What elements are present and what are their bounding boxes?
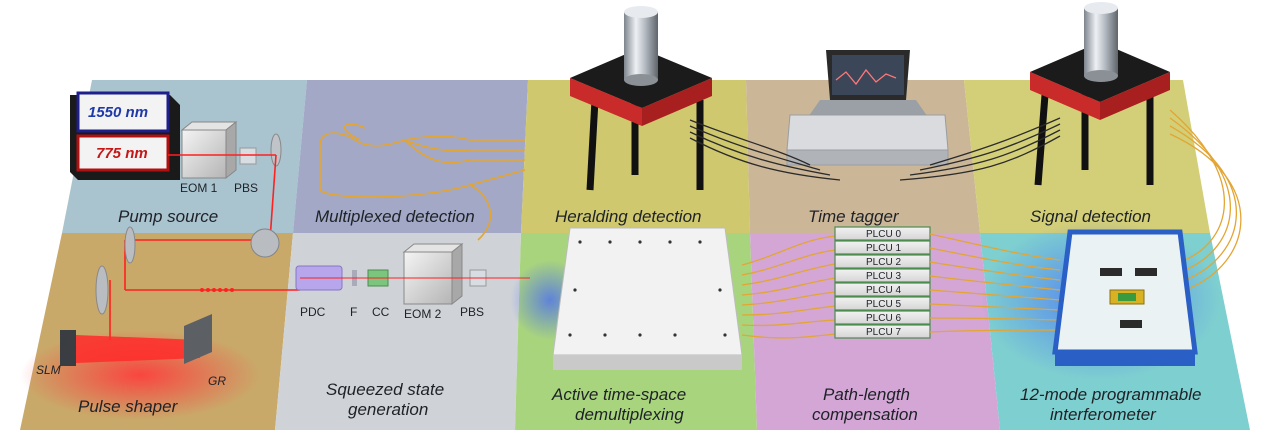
plcu-label: PLCU 7 (866, 327, 901, 338)
label-interf-2: interferometer (1050, 405, 1157, 424)
laser-775-label: 775 nm (96, 145, 148, 162)
label-heralding-detection: Heralding detection (555, 207, 701, 226)
slm-label: SLM (36, 363, 61, 377)
pdc-label: PDC (300, 305, 326, 319)
label-path-2: compensation (812, 405, 918, 424)
interferometer-chip (1052, 229, 1198, 366)
time-tagger-rack (786, 114, 949, 166)
label-squeezed-1: Squeezed state (326, 380, 444, 399)
plcu-stack: PLCU 0 PLCU 1 PLCU 2 PLCU 3 PLCU 4 PLCU … (834, 226, 931, 339)
turning-mirror (250, 228, 280, 258)
pbs2-label: PBS (460, 305, 484, 319)
laser-1550-label: 1550 nm (88, 104, 148, 121)
eom1 (180, 120, 238, 180)
panel-multiplexed-detection (293, 80, 528, 233)
heralding-cryostat (570, 6, 712, 191)
eom1-label: EOM 1 (180, 181, 218, 195)
plcu-row: PLCU 1 (834, 240, 931, 255)
label-time-tagger: Time tagger (808, 207, 900, 226)
pbs1-cube (239, 147, 257, 165)
plcu-row: PLCU 4 (834, 282, 931, 297)
label-squeezed-2: generation (348, 400, 428, 419)
shaped-beam (76, 335, 200, 363)
demux-to-plcu-fibers (741, 235, 836, 339)
pbs1-label: PBS (234, 181, 258, 195)
cryostat-cables (689, 117, 1061, 181)
chip-screws (568, 240, 727, 337)
gr-label: GR (208, 374, 226, 388)
time-tagger-laptop (806, 50, 930, 120)
label-interf-1: 12-mode programmable (1020, 385, 1201, 404)
shaper-mirror-1 (95, 265, 109, 315)
eom2 (402, 242, 464, 306)
slm-device (60, 330, 76, 366)
label-active-2: demultiplexing (575, 405, 684, 424)
plcu-label: PLCU 3 (866, 271, 901, 282)
label-pump-source: Pump source (118, 207, 218, 226)
plcu-row: PLCU 5 (834, 296, 931, 311)
plcu-to-interferometer-fibers (929, 233, 1061, 333)
demux-chip (552, 227, 743, 370)
laser-1550-box (76, 91, 170, 133)
grating (184, 314, 212, 364)
plcu-row: PLCU 0 (834, 226, 931, 241)
multiplex-fibers (319, 123, 526, 241)
laser-source: 1550 nm 775 nm (70, 91, 180, 180)
laser-775-box (76, 134, 170, 172)
laptop-screen (832, 55, 904, 95)
label-multiplexed-detection: Multiplexed detection (315, 207, 475, 226)
plcu-label: PLCU 6 (866, 313, 901, 324)
label-path-1: Path-length (823, 385, 910, 404)
plcu-label: PLCU 4 (866, 285, 901, 296)
plcu-label: PLCU 5 (866, 299, 901, 310)
label-signal-detection: Signal detection (1030, 207, 1151, 226)
shaper-mirror-2 (124, 226, 136, 264)
interferometer-to-signal-fibers (1169, 109, 1242, 291)
plcu-row: PLCU 3 (834, 268, 931, 283)
plcu-label: PLCU 0 (866, 229, 901, 240)
cc-label: CC (372, 305, 390, 319)
label-pulse-shaper: Pulse shaper (78, 397, 179, 416)
signal-cryostat (1030, 2, 1170, 186)
plcu-row: PLCU 6 (834, 310, 931, 325)
plcu-row: PLCU 2 (834, 254, 931, 269)
plcu-label: PLCU 2 (866, 257, 901, 268)
plcu-label: PLCU 1 (866, 243, 901, 254)
pulse-train (200, 288, 234, 292)
eom2-label: EOM 2 (404, 307, 442, 321)
f-label: F (350, 305, 357, 319)
label-active-1: Active time-space (551, 385, 686, 404)
plcu-row: PLCU 7 (834, 324, 931, 339)
